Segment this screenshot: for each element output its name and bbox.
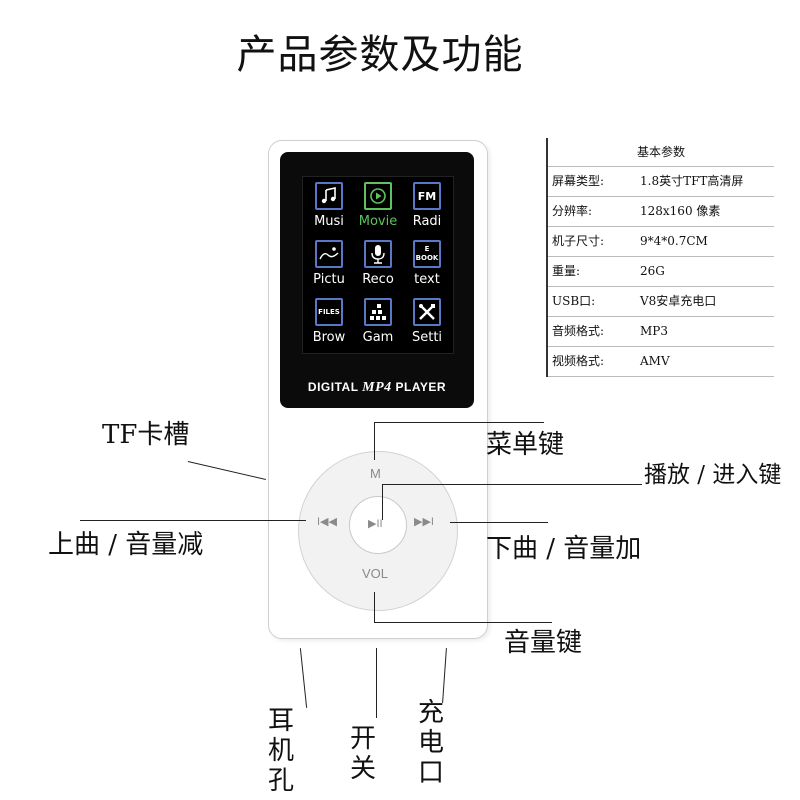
spec-row: USB口:V8安卓充电口: [548, 287, 774, 317]
app-ebook[interactable]: E BOOK text: [402, 235, 452, 293]
play-enter-callout: 播放 / 进入键: [644, 462, 782, 488]
volume-key-leader: [374, 622, 552, 623]
music-icon: [315, 182, 343, 210]
app-radio[interactable]: FM Radi: [402, 177, 452, 235]
microphone-icon: [364, 240, 392, 268]
play-enter-leader-vertical: [382, 484, 383, 520]
spec-row: 重量:26G: [548, 257, 774, 287]
brand-label: DIGITAL MP4 PLAYER: [307, 380, 447, 395]
power-switch-callout: 开关: [349, 724, 376, 784]
app-label: Reco: [362, 272, 394, 287]
volume-key-label[interactable]: VOL: [362, 566, 389, 581]
app-pictures[interactable]: Pictu: [304, 235, 354, 293]
spec-row: 屏幕类型:1.8英寸TFT高清屏: [548, 167, 774, 197]
app-music[interactable]: Musi: [304, 177, 354, 235]
app-label: Setti: [411, 330, 443, 345]
next-leader: [450, 522, 548, 523]
play-enter-button[interactable]: [349, 496, 407, 554]
volume-key-leader-vertical: [374, 592, 375, 622]
movie-icon: [364, 182, 392, 210]
app-game[interactable]: Gam: [353, 293, 403, 351]
next-vol-up-callout: 下曲 / 音量加: [486, 534, 642, 564]
app-label: Pictu: [313, 272, 345, 287]
spec-row: 机子尺寸:9*4*0.7CM: [548, 227, 774, 257]
tf-slot-leader: [187, 461, 266, 480]
play-pause-icon[interactable]: ▶II: [368, 518, 383, 530]
prev-leader: [80, 520, 306, 521]
tf-slot-callout: TF卡槽: [102, 420, 190, 450]
headphone-jack-leader: [299, 648, 308, 708]
app-recorder[interactable]: Reco: [353, 235, 403, 293]
play-enter-leader: [382, 484, 642, 485]
settings-icon: [413, 298, 441, 326]
app-label: Movie: [358, 214, 398, 229]
app-label: text: [414, 272, 440, 287]
picture-icon: [315, 240, 343, 268]
device-screen: Musi Movie FM Radi Pictu Reco E BOOK tex…: [302, 176, 454, 354]
menu-key-callout: 菜单键: [486, 430, 565, 460]
headphone-jack-callout: 耳机孔: [267, 706, 294, 796]
app-movie[interactable]: Movie: [353, 177, 403, 235]
spec-row: 音频格式:MP3: [548, 317, 774, 347]
app-label: Musi: [314, 214, 344, 229]
ebook-icon: E BOOK: [413, 240, 441, 268]
app-label: Brow: [312, 330, 346, 345]
spec-table: 基本参数 屏幕类型:1.8英寸TFT高清屏 分辨率:128x160 像素 机子尺…: [546, 138, 774, 377]
fm-radio-icon: FM: [413, 182, 441, 210]
menu-key-leader-vertical: [374, 422, 375, 460]
app-label: Radi: [412, 214, 442, 229]
page-title: 产品参数及功能: [236, 32, 524, 78]
next-track-icon[interactable]: ▶▶I: [414, 516, 434, 528]
menu-key-leader: [374, 422, 544, 423]
files-icon: FILES: [315, 298, 343, 326]
spec-row: 视频格式:AMV: [548, 347, 774, 377]
menu-key-label[interactable]: M: [370, 466, 381, 481]
spec-row: 分辨率:128x160 像素: [548, 197, 774, 227]
charging-port-leader: [442, 648, 447, 703]
app-browser[interactable]: FILES Brow: [304, 293, 354, 351]
prev-vol-down-callout: 上曲 / 音量减: [48, 530, 204, 560]
charging-port-callout: 充电口: [417, 698, 444, 788]
volume-key-callout: 音量键: [504, 628, 583, 658]
spec-table-title: 基本参数: [548, 138, 774, 167]
power-switch-leader: [376, 648, 377, 718]
app-settings[interactable]: Setti: [402, 293, 452, 351]
app-label: Gam: [362, 330, 394, 345]
prev-track-icon[interactable]: I◀◀: [317, 516, 337, 528]
game-icon: [364, 298, 392, 326]
